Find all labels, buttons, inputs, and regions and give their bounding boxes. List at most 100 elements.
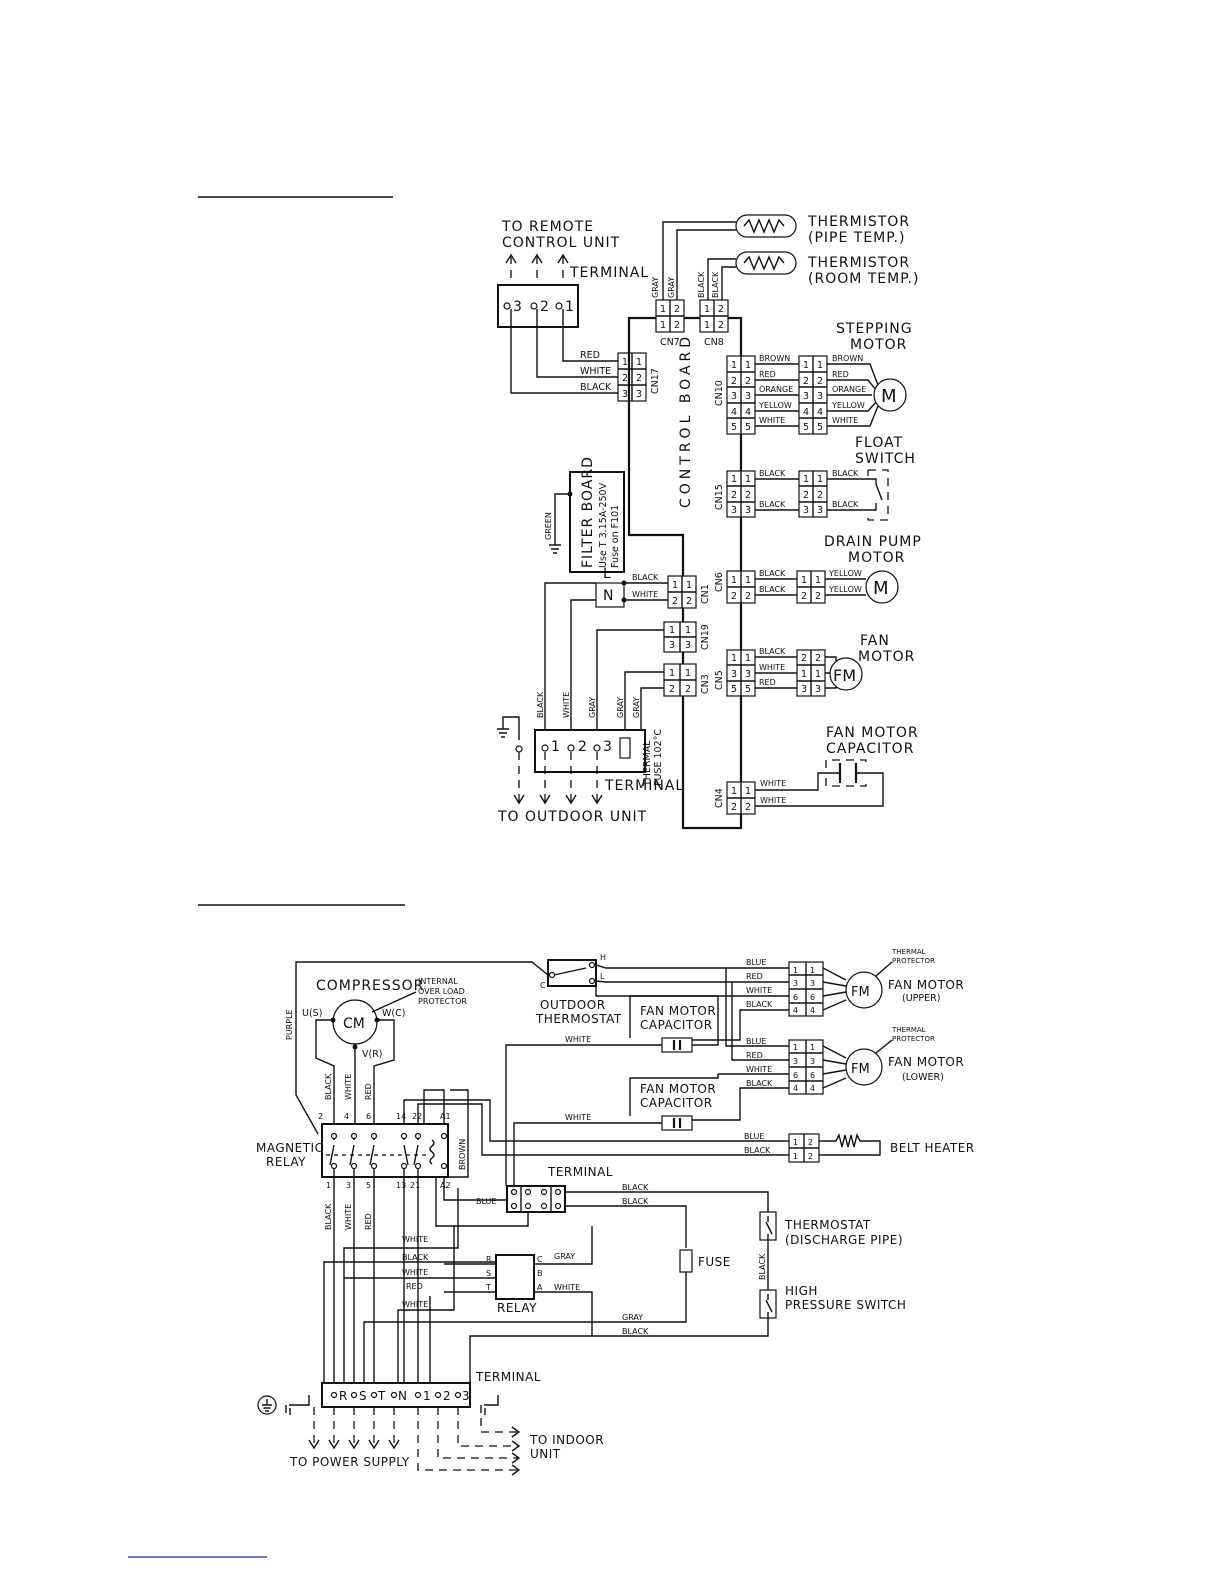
fan-upper-wire-black: BLACK	[746, 1000, 773, 1009]
svg-text:6: 6	[810, 993, 815, 1002]
svg-text:4: 4	[731, 407, 737, 418]
svg-text:2: 2	[718, 320, 724, 331]
magnetic-relay-label-1: MAGNETIC	[256, 1141, 323, 1155]
comp-wire-black: BLACK	[324, 1073, 333, 1100]
cn6-wire-black-2: BLACK	[759, 585, 786, 594]
svg-text:1: 1	[551, 739, 561, 755]
to-indoor-label-1: TO INDOOR	[529, 1433, 604, 1447]
svg-text:4: 4	[803, 407, 809, 418]
overload-label-2: OVER LOAD	[418, 987, 465, 996]
term-num-2: 2	[540, 299, 550, 315]
cap-lower-wire-white: WHITE	[565, 1113, 591, 1122]
svg-text:3: 3	[793, 1057, 798, 1066]
relay-pin-t: T	[485, 1283, 491, 1292]
fan-lower-wire-blue: BLUE	[746, 1037, 766, 1046]
svg-text:2: 2	[672, 596, 678, 607]
svg-text:1: 1	[803, 474, 809, 485]
cn6-wire-black-1: BLACK	[759, 569, 786, 578]
svg-text:1: 1	[704, 304, 710, 315]
drain-pump-motor-icon	[865, 570, 899, 604]
tp-upper-label-1: THERMAL	[891, 948, 926, 956]
svg-text:1: 1	[669, 668, 675, 679]
svg-text:1: 1	[731, 360, 737, 371]
filter-board-fuse-spec: Use T 3.15A-250V	[598, 482, 609, 568]
cn17-wire-black: BLACK	[580, 382, 612, 393]
svg-text:T: T	[377, 1389, 386, 1403]
svg-text:1: 1	[686, 580, 692, 591]
svg-text:4: 4	[745, 407, 751, 418]
relay-wire-red: RED	[406, 1282, 423, 1291]
cn17-wire-white: WHITE	[580, 366, 611, 377]
svg-text:2: 2	[731, 802, 737, 813]
cn10-wire-white: WHITE	[759, 416, 785, 425]
svg-text:3: 3	[745, 669, 751, 680]
fan-motor-label-2: MOTOR	[858, 649, 915, 665]
svg-text:2: 2	[801, 653, 807, 664]
svg-text:1: 1	[817, 360, 823, 371]
thermistor-pipe-label-1: THERMISTOR	[807, 214, 910, 230]
drain-pump-m: M	[873, 578, 889, 599]
svg-text:3: 3	[462, 1389, 470, 1403]
purple-wire-label: PURPLE	[285, 1009, 294, 1040]
term-wire-white: WHITE	[562, 692, 571, 718]
fan-upper-label-2: (UPPER)	[902, 993, 940, 1004]
svg-text:R: R	[339, 1389, 348, 1403]
cn10-wire-brown: BROWN	[759, 354, 790, 363]
drain-pump-label-1: DRAIN PUMP	[824, 534, 922, 550]
fan-motor-lower-icon	[845, 1048, 883, 1086]
svg-text:1: 1	[803, 360, 809, 371]
svg-text:1: 1	[810, 966, 815, 975]
fan-motor-fm: FM	[833, 666, 856, 685]
cn4-label: CN4	[714, 788, 725, 808]
relay-wire-white-3: WHITE	[402, 1300, 428, 1309]
svg-text:3: 3	[346, 1181, 351, 1190]
term-wire-gray-2: GRAY	[616, 697, 625, 718]
svg-text:1: 1	[660, 304, 666, 315]
to-power-supply-label: TO POWER SUPPLY	[289, 1455, 410, 1469]
overload-label-3: PROTECTOR	[418, 997, 467, 1006]
belt-wire-blue: BLUE	[744, 1132, 764, 1141]
relay-wire-white-2: WHITE	[402, 1268, 428, 1277]
motor-wire-red: RED	[832, 370, 849, 379]
relay-wire-black: BLACK	[324, 1203, 333, 1230]
svg-text:5: 5	[817, 422, 823, 433]
svg-text:1: 1	[731, 474, 737, 485]
svg-text:1: 1	[731, 653, 737, 664]
filter-board	[569, 471, 625, 573]
remote-label-2: CONTROL UNIT	[502, 235, 620, 251]
indoor-capacitor-label-2: CAPACITOR	[826, 741, 914, 757]
terminal-wire-blue: BLUE	[476, 1197, 496, 1206]
fan-motor-upper-icon	[845, 971, 883, 1009]
svg-text:2: 2	[718, 304, 724, 315]
comp-wire-white: WHITE	[344, 1074, 353, 1100]
svg-text:1: 1	[745, 474, 751, 485]
brown-wire-label: BROWN	[458, 1139, 467, 1170]
svg-text:3: 3	[803, 391, 809, 402]
indoor-capacitor-symbol	[838, 763, 858, 783]
drain-pump-label-2: MOTOR	[848, 550, 905, 566]
fan-lower-wire-red: RED	[746, 1051, 763, 1060]
magnetic-relay-box	[321, 1123, 449, 1178]
thermistor-pipe-label-2: (PIPE TEMP.)	[808, 230, 905, 246]
cn10-wire-yellow: YELLOW	[758, 401, 792, 410]
outdoor-terminal-block	[534, 729, 646, 773]
svg-text:2: 2	[622, 373, 628, 384]
drain-wire-yellow-1: YELLOW	[828, 569, 862, 578]
thermal-fuse-label-1: THERMAL	[642, 740, 653, 787]
tp-lower-label-2: PROTECTOR	[892, 1035, 935, 1043]
svg-text:2: 2	[686, 596, 692, 607]
cn17-label: CN17	[650, 368, 661, 394]
cn5-wire-white: WHITE	[759, 663, 785, 672]
fuse-icon	[679, 1249, 693, 1273]
svg-text:5: 5	[803, 422, 809, 433]
